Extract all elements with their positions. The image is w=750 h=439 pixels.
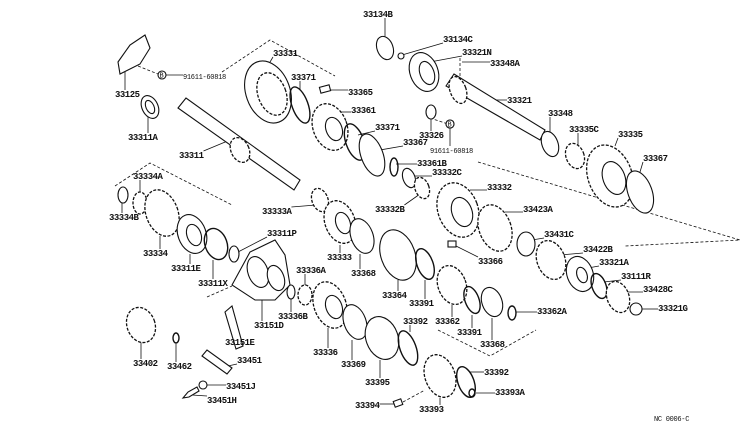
callout-33111r: 33111R: [621, 272, 652, 282]
callout-33451j: 33451J: [226, 382, 256, 392]
callout-33336b: 33336B: [278, 312, 309, 322]
pin-part: [201, 349, 233, 375]
callout-33393a: 33393A: [495, 388, 526, 398]
callout-33366: 33366: [478, 257, 503, 267]
callout-33334b: 33334B: [109, 213, 140, 223]
callout-33134b: 33134B: [363, 10, 394, 20]
leader-line: [455, 245, 479, 258]
callout-33364: 33364: [382, 291, 408, 301]
leader-line: [291, 204, 317, 208]
callout-33334a: 33334A: [133, 172, 164, 182]
callout-33321a: 33321A: [599, 258, 630, 268]
callout-33336: 33336: [313, 348, 338, 358]
bolt-part: [224, 305, 244, 350]
callout-33125: 33125: [115, 90, 140, 100]
callout-33451h: 33451H: [207, 396, 237, 406]
callout-33431c: 33431C: [544, 230, 575, 240]
callout-33393: 33393: [419, 405, 444, 415]
callout-33361: 33361: [351, 106, 377, 116]
callout-33336a: 33336A: [296, 266, 327, 276]
callout-33391: 33391: [409, 299, 435, 309]
bolt-symbol-letter: B: [448, 122, 452, 130]
callout-33333a: 33333A: [262, 207, 293, 217]
callout-33462: 33462: [167, 362, 192, 372]
callout-33368: 33368: [480, 340, 505, 350]
leader-line: [191, 394, 208, 397]
callout-33428c: 33428C: [643, 285, 674, 295]
callout-33402: 33402: [133, 359, 158, 369]
callout-33362: 33362: [435, 317, 460, 327]
reference-code: NC 0006-C: [654, 416, 689, 424]
leader-line: [603, 279, 622, 283]
callout-33392: 33392: [484, 368, 509, 378]
bolt-symbol-icon: [445, 119, 455, 129]
callout-33334: 33334: [143, 249, 169, 259]
callout-33369: 33369: [341, 360, 366, 370]
leader-line: [269, 56, 274, 63]
dashed-group-right: [477, 161, 741, 247]
callout-33335c: 33335C: [569, 125, 600, 135]
callout-33367: 33367: [403, 138, 428, 148]
callout-33311p: 33311P: [267, 229, 298, 239]
callout-33332c: 33332C: [432, 168, 463, 178]
callout-33321n: 33321N: [462, 48, 492, 58]
leader-line: [429, 55, 463, 63]
leader-line: [401, 42, 444, 56]
leader-line: [639, 161, 644, 173]
callout-33371: 33371: [291, 73, 317, 83]
parts: [117, 34, 655, 408]
leader-line: [237, 236, 268, 253]
callout-33134c: 33134C: [443, 35, 474, 45]
bolt-symbol-letter: B: [160, 73, 164, 81]
callout-33311e: 33311E: [171, 264, 202, 274]
shift-bracket-part: [117, 34, 151, 75]
callout-33321g: 33321G: [658, 304, 688, 314]
callout-33361b: 33361B: [417, 159, 448, 169]
callout-33365: 33365: [348, 88, 373, 98]
callout-33311a: 33311A: [128, 133, 159, 143]
dashed-group-left: [114, 162, 233, 206]
leader-lines: [121, 18, 658, 405]
callout-33394: 33394: [355, 401, 381, 411]
bolt-symbol-icon: [157, 70, 167, 80]
callout-91611-60818: 91611-60818: [183, 74, 226, 82]
callout-33362a: 33362A: [537, 307, 568, 317]
callout-33151d: 33151D: [254, 321, 285, 331]
callout-33395: 33395: [365, 378, 390, 388]
callout-33331: 33331: [273, 49, 299, 59]
callout-33367: 33367: [643, 154, 668, 164]
callout-33422b: 33422B: [583, 245, 614, 255]
assembly-group-outlines: [114, 39, 741, 403]
callout-33321: 33321: [507, 96, 533, 106]
callout-33311: 33311: [179, 151, 205, 161]
dashed-group-upper: [221, 39, 336, 77]
callout-33335: 33335: [618, 130, 643, 140]
leader-line: [404, 193, 421, 206]
callout-33151e: 33151E: [225, 338, 256, 348]
callout-33326: 33326: [419, 131, 444, 141]
leader-line: [379, 145, 404, 151]
callout-33371: 33371: [375, 123, 401, 133]
callout-33333: 33333: [327, 253, 352, 263]
callout-33451: 33451: [237, 356, 263, 366]
callout-33332b: 33332B: [375, 205, 406, 215]
callout-33348: 33348: [548, 109, 573, 119]
callout-33348a: 33348A: [490, 59, 521, 69]
callout-33311x: 33311X: [198, 279, 229, 289]
callout-33368: 33368: [351, 269, 376, 279]
callout-91611-60818: 91611-60818: [430, 148, 473, 156]
callout-33391: 33391: [457, 328, 483, 338]
callout-33392: 33392: [403, 317, 428, 327]
bolt-small-part: [181, 386, 200, 399]
callout-33332: 33332: [487, 183, 512, 193]
leader-line: [614, 137, 619, 147]
callout-33423a: 33423A: [523, 205, 554, 215]
